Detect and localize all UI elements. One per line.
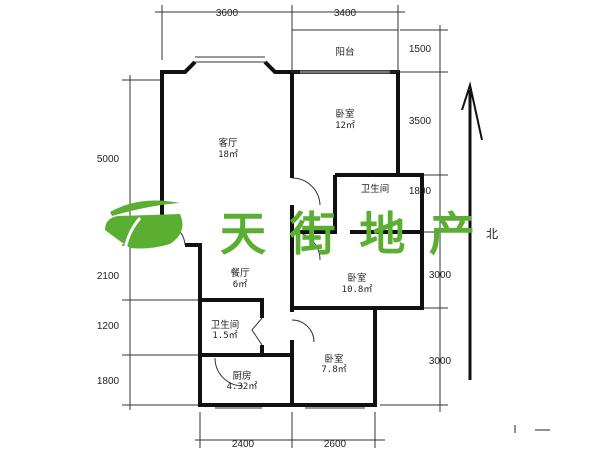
dim-top-1: 3600 [216, 8, 239, 19]
dim-left-4: 1800 [97, 376, 120, 387]
dim-left-1: 5000 [97, 154, 120, 165]
room-bed2-name: 卧室 [347, 272, 366, 284]
room-bed1-name: 卧室 [335, 108, 354, 120]
room-kitchen-area: 4.32㎡ [227, 381, 258, 392]
dim-left-2: 2100 [97, 271, 120, 282]
room-kitchen-name: 厨房 [232, 370, 251, 382]
room-bed3-area: 7.8㎡ [321, 364, 346, 375]
dim-bottom-2: 2600 [324, 439, 347, 450]
room-wc1-name: 卫生间 [211, 319, 240, 331]
room-bed1-area: 12㎡ [335, 120, 355, 131]
watermark-text: 天街地产 [220, 207, 475, 261]
room-living-area: 18㎡ [218, 149, 238, 160]
dim-left-3: 1200 [97, 321, 120, 332]
room-balcony-name: 阳台 [335, 46, 354, 58]
dim-right-4: 3000 [429, 270, 452, 281]
room-dining-area: 6㎡ [233, 279, 247, 290]
corner-marks [514, 425, 550, 433]
dim-top-2: 3400 [334, 8, 357, 19]
room-wc2-name: 卫生间 [361, 183, 390, 195]
room-bed2-area: 10.8㎡ [342, 284, 373, 295]
walls [160, 60, 424, 407]
room-bed3-name: 卧室 [324, 353, 343, 365]
north-label: 北 [486, 227, 498, 241]
room-dining-name: 餐厅 [230, 267, 250, 279]
dim-right-5: 3000 [429, 356, 452, 367]
watermark-logo-icon [105, 200, 183, 251]
room-living-name: 客厅 [218, 137, 238, 149]
room-wc1-area: 1.5㎡ [212, 330, 237, 341]
dim-bottom-1: 2400 [232, 439, 255, 450]
dim-right-3: 1800 [409, 186, 432, 197]
dim-right-2: 3500 [409, 116, 432, 127]
dim-right-1: 1500 [409, 44, 432, 55]
